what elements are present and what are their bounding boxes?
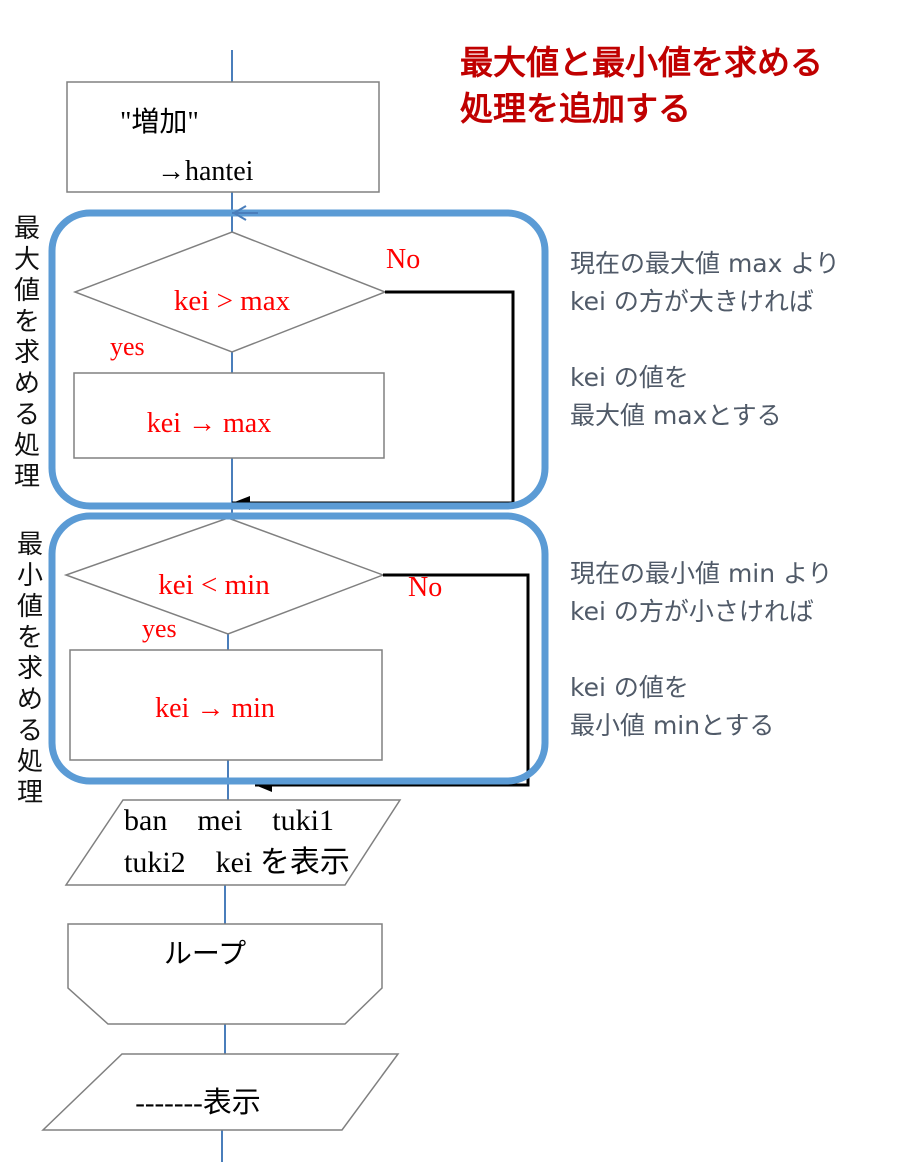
min-process-box	[69, 649, 383, 761]
max-section-frame	[48, 209, 549, 510]
min-yes-label: yes	[142, 614, 177, 643]
min-section-frame	[48, 512, 549, 785]
max-note-action: kei の値を 最大値 maxとする	[570, 359, 782, 435]
min-decision-diamond	[63, 517, 386, 635]
hantei-line1: "増加"	[120, 106, 199, 138]
max-note-line4: 最大値 maxとする	[570, 401, 782, 430]
heading-line2: 処理を追加する	[460, 89, 691, 128]
min-decision-text: kei < min	[158, 569, 270, 601]
loopback-arrow-head	[232, 205, 247, 221]
max-note-line2: kei の方が大きければ	[570, 287, 814, 316]
min-no-path	[255, 573, 530, 787]
min-note-condition: 現在の最小値 min より kei の方が小さければ	[570, 555, 833, 631]
max-process-text: kei → max	[147, 408, 271, 439]
max-process-box	[73, 372, 385, 459]
min-note-line4: 最小値 minとする	[570, 711, 775, 740]
output-dots-text: -------表示	[135, 1086, 261, 1119]
min-note-line1: 現在の最小値 min より	[570, 559, 833, 588]
min-note-action: kei の値を 最小値 minとする	[570, 669, 774, 745]
min-note-line2: kei の方が小さければ	[570, 597, 814, 626]
min-process-text: kei → min	[155, 693, 275, 724]
max-decision-text: kei > max	[174, 285, 291, 317]
max-section-vertical-label: 最大値を求める処理	[13, 214, 40, 492]
output-display-line1: ban mei tuki1	[124, 804, 334, 837]
heading-line1: 最大値と最小値を求める	[460, 43, 823, 82]
max-note-line3: kei の値を	[570, 363, 689, 392]
process-hantei-box	[66, 81, 380, 193]
min-section-vertical-label: 最小値を求める処理	[16, 530, 43, 808]
max-note-line1: 現在の最大値 max より	[570, 249, 840, 278]
max-yes-label: yes	[110, 332, 145, 361]
loop-end-text: ループ	[164, 937, 246, 970]
max-no-label: No	[386, 244, 420, 275]
hantei-line2: →hantei	[157, 156, 254, 187]
page-heading: 最大値と最小値を求める 処理を追加する	[460, 40, 823, 132]
output-display-line2: tuki2 kei を表示	[124, 846, 350, 879]
output-display-parallelogram	[64, 799, 402, 886]
loop-end-shape	[67, 923, 383, 1025]
max-note-condition: 現在の最大値 max より kei の方が大きければ	[570, 245, 840, 321]
max-decision-diamond	[72, 231, 388, 353]
min-no-label: No	[408, 572, 442, 603]
min-note-line3: kei の値を	[570, 673, 689, 702]
output-dots-parallelogram	[41, 1053, 400, 1131]
